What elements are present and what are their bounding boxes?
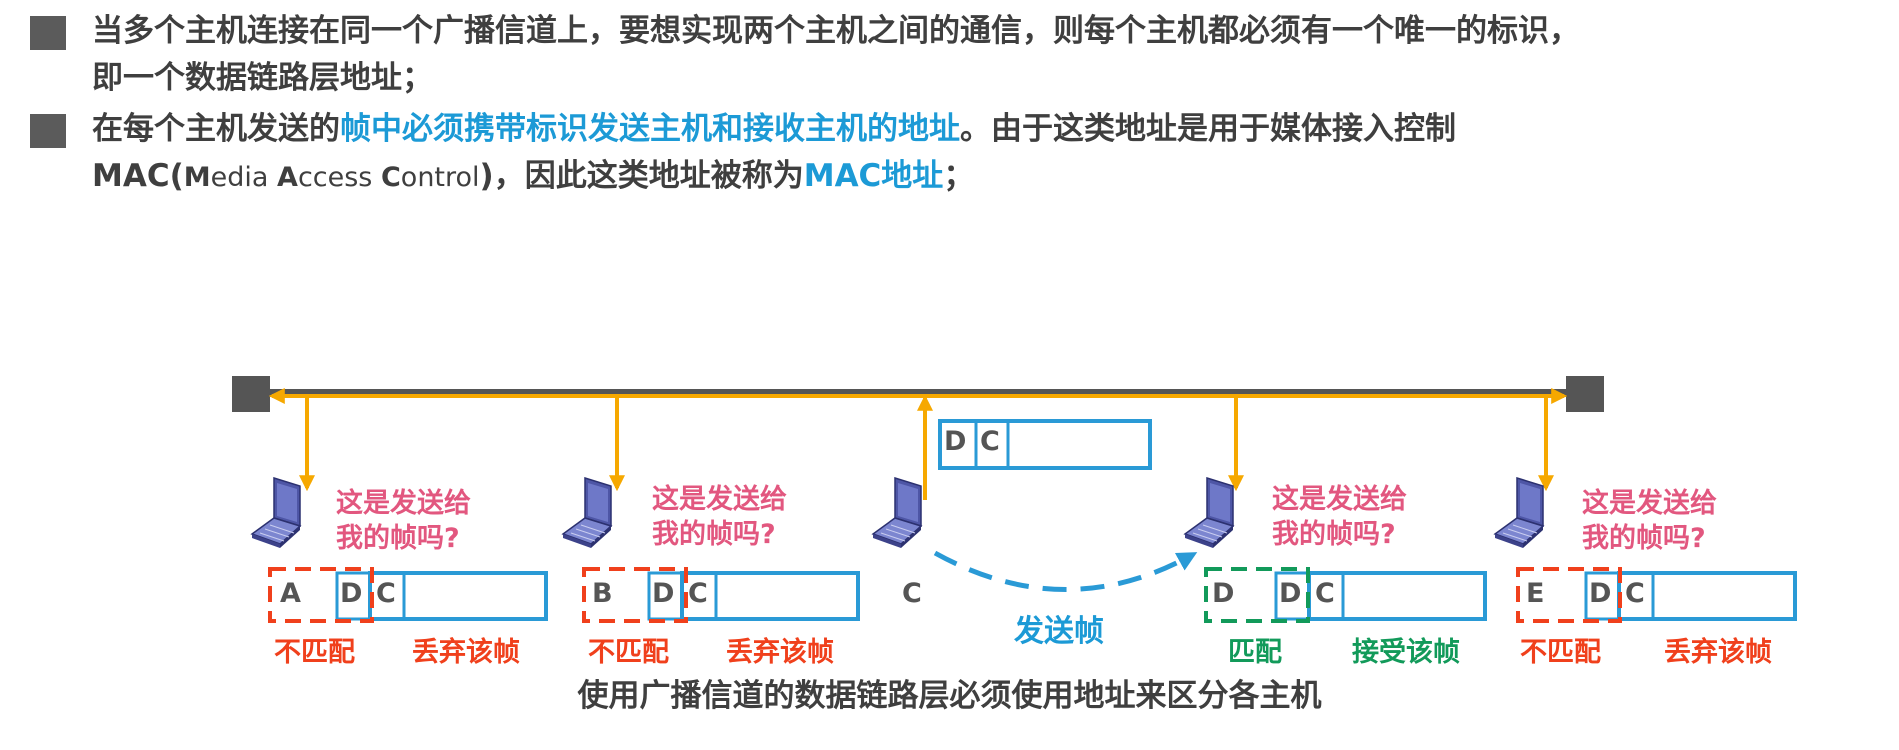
mac-letter-c: C <box>380 162 401 193</box>
question-line-2: 我的帧吗? <box>336 523 460 554</box>
highlight-frame-address: 帧中必须携带标识发送主机和接收主机的地址 <box>340 111 960 147</box>
bullet-square <box>30 16 66 50</box>
diagram-caption: 使用广播信道的数据链路层必须使用地址来区分各主机 <box>577 678 1322 714</box>
laptop-icon <box>1184 477 1234 549</box>
laptop-icon <box>872 477 922 549</box>
laptop-icon <box>1494 477 1544 549</box>
mac-close-paren: ) <box>479 158 494 194</box>
mac-letter-m: M <box>183 162 211 193</box>
frame-b-dest-box <box>647 571 684 621</box>
host-d-frame-src: C <box>1315 578 1335 609</box>
laptop-icon <box>251 477 301 549</box>
question-d: 这是发送给我的帧吗? <box>1272 482 1407 552</box>
bus-terminator-left <box>232 376 270 412</box>
mac-prefix: MAC( <box>92 158 184 194</box>
host-b-action: 丢弃该帧 <box>726 637 834 668</box>
host-e-address: E <box>1526 578 1545 609</box>
frame-a-outline <box>368 571 548 621</box>
bullet-2-text: 在每个主机发送的帧中必须携带标识发送主机和接收主机的地址。由于这类地址是用于媒体… <box>92 106 1456 201</box>
mac-word-ccess: ccess <box>297 162 381 193</box>
send-frame-label: 发送帧 <box>1014 614 1104 649</box>
sender-frame <box>938 419 1152 470</box>
host-e-frame-src: C <box>1625 578 1645 609</box>
mac-expansion: Media Access Control <box>184 162 480 193</box>
bullet-square <box>30 114 66 148</box>
own-address-box-a <box>268 567 374 623</box>
question-e: 这是发送给我的帧吗? <box>1582 486 1717 556</box>
text-segment: 在每个主机发送的 <box>92 111 340 147</box>
question-b: 这是发送给我的帧吗? <box>652 482 787 552</box>
host-e-match: 不匹配 <box>1520 637 1601 668</box>
question-line-2: 我的帧吗? <box>652 519 776 550</box>
highlight-mac-address: MAC地址 <box>803 158 944 194</box>
host-b-frame-dest: D <box>652 578 675 609</box>
host-a-frame-src: C <box>376 578 396 609</box>
frame-b <box>582 567 860 623</box>
bullet-1-text: 当多个主机连接在同一个广播信道上，要想实现两个主机之间的通信，则每个主机都必须有… <box>92 8 1580 102</box>
host-c-address: C <box>902 578 922 609</box>
frame-d-outline <box>1307 571 1487 621</box>
host-d-action: 接受该帧 <box>1352 637 1460 668</box>
question-line-1: 这是发送给 <box>652 484 787 515</box>
host-e-frame-dest: D <box>1589 578 1612 609</box>
host-d-address: D <box>1212 578 1235 609</box>
question-a: 这是发送给我的帧吗? <box>336 486 471 556</box>
question-line-1: 这是发送给 <box>1272 484 1407 515</box>
question-line-1: 这是发送给 <box>1582 488 1717 519</box>
host-a-match: 不匹配 <box>274 637 355 668</box>
question-line-2: 我的帧吗? <box>1582 523 1706 554</box>
own-address-box-b <box>582 567 688 623</box>
text-segment: 。由于这类地址是用于媒体接入控制 <box>960 111 1456 147</box>
frame-d <box>1204 567 1487 623</box>
question-line-1: 这是发送给 <box>336 488 471 519</box>
send-arc <box>933 550 1198 592</box>
text-segment: ； <box>943 158 975 194</box>
sender-frame-src: C <box>980 426 1000 457</box>
bullet-2-line-2: MAC(Media Access Control)，因此这类地址被称为MAC地址… <box>92 153 1456 201</box>
host-a-address: A <box>280 578 301 609</box>
host-e-action: 丢弃该帧 <box>1664 637 1772 668</box>
bullet-2-line-1: 在每个主机发送的帧中必须携带标识发送主机和接收主机的地址。由于这类地址是用于媒体… <box>92 106 1456 153</box>
frame-e-outline <box>1617 571 1797 621</box>
frame-a <box>268 567 548 623</box>
bullet-1-line-1: 当多个主机连接在同一个广播信道上，要想实现两个主机之间的通信，则每个主机都必须有… <box>92 13 1580 49</box>
own-address-box-d <box>1204 567 1310 623</box>
host-a-frame-dest: D <box>340 578 363 609</box>
host-b-frame-src: C <box>688 578 708 609</box>
laptop-icon <box>562 477 612 549</box>
question-line-2: 我的帧吗? <box>1272 519 1396 550</box>
frame-b-outline <box>680 571 860 621</box>
bus-terminator-right <box>1566 376 1604 412</box>
mac-letter-a: A <box>277 162 298 193</box>
host-b-address: B <box>592 578 613 609</box>
mac-word-edia: edia <box>210 162 278 193</box>
bullet-1-line-2: 即一个数据链路层地址； <box>92 60 433 96</box>
frame-e <box>1516 567 1797 623</box>
own-address-box-e <box>1516 567 1622 623</box>
host-d-match: 匹配 <box>1228 637 1282 668</box>
mac-word-ontrol: ontrol <box>400 162 480 193</box>
host-d-frame-dest: D <box>1279 578 1302 609</box>
host-b-match: 不匹配 <box>588 637 669 668</box>
text-segment: ，因此这类地址被称为 <box>493 158 804 194</box>
sender-frame-dest: D <box>944 426 967 457</box>
host-a-action: 丢弃该帧 <box>412 637 520 668</box>
